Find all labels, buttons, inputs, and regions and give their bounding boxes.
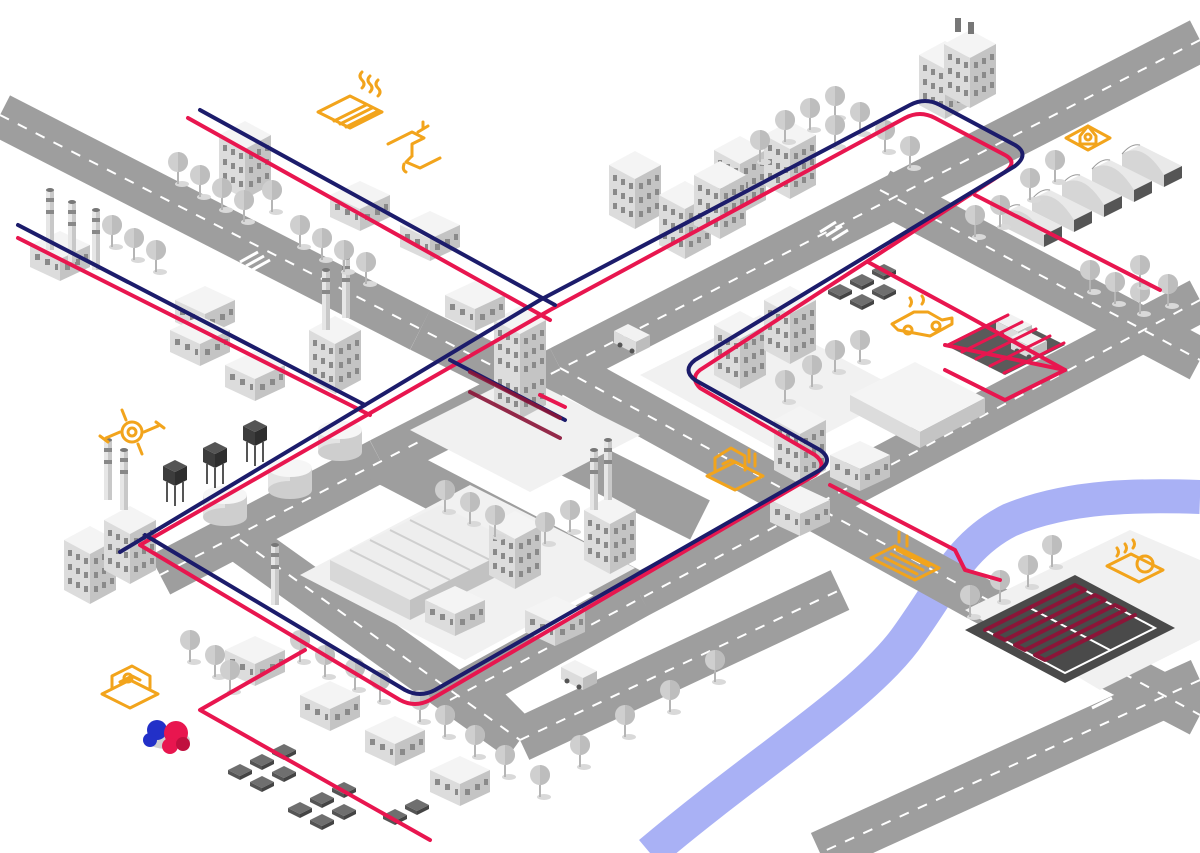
car-snow-melt-icon [890, 294, 954, 338]
warehouse-center [850, 362, 985, 448]
house-heating-icon [705, 446, 765, 492]
heat-exchanger-icon [869, 530, 941, 582]
heat-source-marker [143, 720, 190, 754]
greenhouse-heating-icon [1064, 124, 1112, 152]
heat-pump-icon [100, 664, 160, 710]
tap-water-icon [386, 120, 442, 174]
supply-pipe [16, 112, 1162, 842]
pipe-overlap [468, 370, 562, 440]
use-case-icons [98, 70, 1165, 710]
snow-melt-grid [946, 313, 1066, 375]
floor-heating-coil [983, 583, 1137, 662]
floor-heating-icon [1105, 538, 1165, 584]
factory-top-right [955, 18, 974, 34]
valve-icon [98, 408, 166, 456]
radiator-heat-icon [316, 70, 384, 130]
pipeline-network [16, 99, 1162, 842]
